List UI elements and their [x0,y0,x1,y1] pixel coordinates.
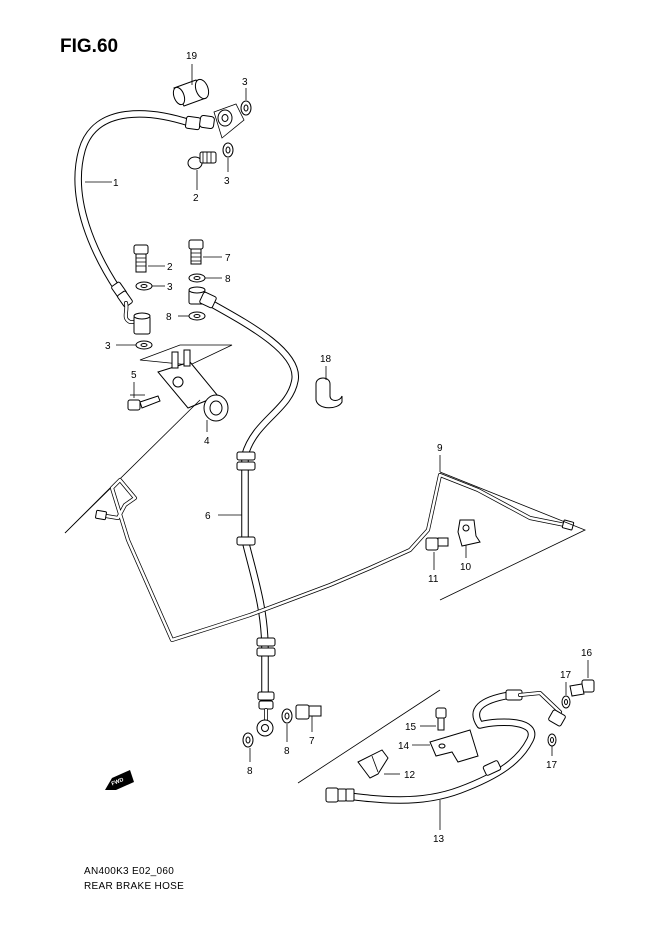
callout-10: 10 [460,562,472,573]
union-bolt-2-left [133,244,165,273]
callout-4: 4 [204,436,210,447]
bolt-15 [420,707,447,731]
banjo-fitting-right [548,709,566,727]
callout-14: 14 [398,741,410,752]
washer-3-upper-b [222,142,234,172]
brake-pipe-9 [95,455,586,642]
callout-1: 1 [113,178,119,189]
washer-8-lower [281,708,293,742]
union-bolt-16 [569,660,595,697]
callout-17: 17 [560,670,572,681]
callout-8: 8 [284,746,290,757]
brake-hose-1 [74,110,215,324]
fwd-arrow-icon: FWD [105,770,134,790]
callout-12: 12 [404,770,416,781]
clip-12 [357,749,400,779]
callout-5: 5 [131,370,137,381]
diagram-code: AN400K3 E02_060 [84,866,175,877]
callout-8: 8 [247,766,253,777]
bracket-14 [412,729,479,763]
callout-3: 3 [224,176,230,187]
bolt-11 [425,537,449,570]
figure-title: FIG.60 [60,36,119,57]
callout-7: 7 [225,253,231,264]
callout-7: 7 [309,736,315,747]
diagram-caption: REAR BRAKE HOSE [84,881,185,892]
washer-17-lower [547,733,557,756]
union-bolt-2-upper [187,151,217,190]
callout-3: 3 [105,341,111,352]
bolt-5 [127,382,161,411]
callout-3: 3 [167,282,173,293]
union-bolt-7 [188,239,222,265]
callout-8: 8 [225,274,231,285]
fwd-label: FWD [111,777,125,787]
cap-19 [172,64,210,107]
washer-3-upper [240,88,252,116]
callout-9: 9 [437,443,443,454]
washer-8-bottom [242,732,254,762]
washer-3-left [135,281,165,291]
washer-8-mid [178,311,206,321]
callout-18: 18 [320,354,332,365]
callout-13: 13 [433,834,445,845]
brake-hose-13 [297,689,562,830]
callout-15: 15 [405,722,417,733]
callout-2: 2 [193,193,199,204]
banjo-fitting-left [133,312,151,335]
callout-8: 8 [166,312,172,323]
clamp-10 [457,519,481,558]
brake-hose-joint-4 [139,344,233,432]
callout-16: 16 [581,648,593,659]
banjo-fitting-upper [213,103,245,139]
union-bolt-7-lower [295,704,322,732]
washer-3-lower-left [116,340,153,350]
washer-17-upper [561,682,571,709]
washer-8-top [188,273,222,283]
callout-3: 3 [242,77,248,88]
callout-2: 2 [167,262,173,273]
callout-6: 6 [205,511,211,522]
callout-19: 19 [186,51,198,62]
callout-11: 11 [428,574,439,585]
brake-hose-6 [199,291,299,737]
clamp-18 [315,366,343,409]
callout-17: 17 [546,760,558,771]
